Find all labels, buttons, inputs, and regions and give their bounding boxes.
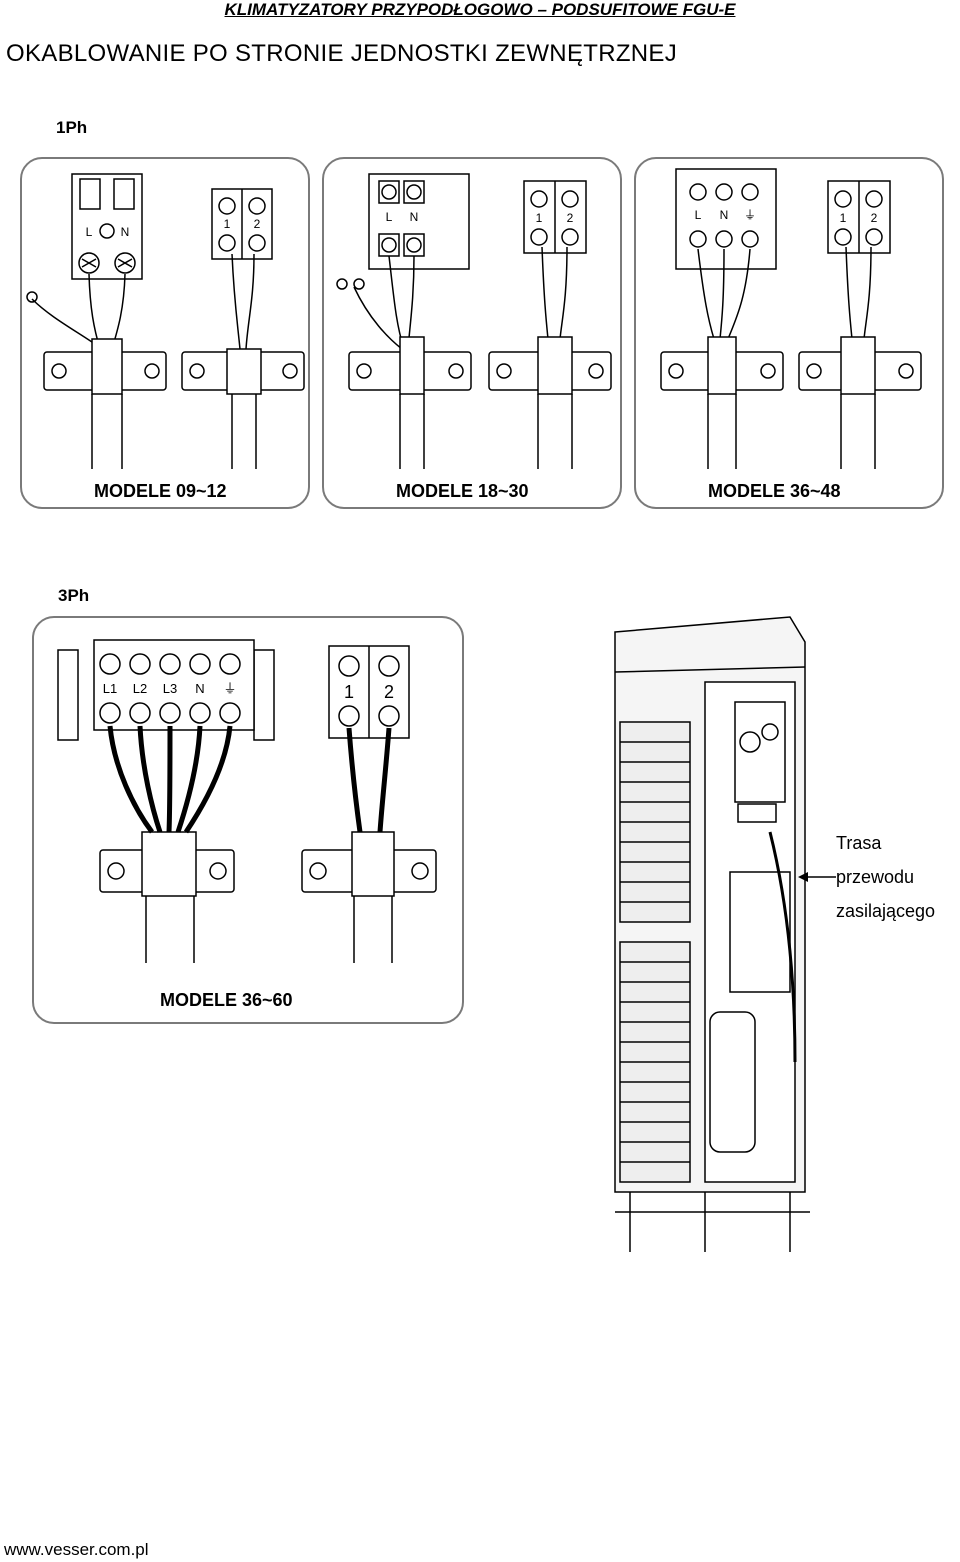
terminal-label: N xyxy=(195,681,204,696)
page-title: OKABLOWANIE PO STRONIE JEDNOSTKI ZEWNĘTR… xyxy=(6,40,678,67)
model-label: MODELE 36~60 xyxy=(160,990,293,1010)
wiring-panel-18-30: L N 1 2 MODELE 18~30 xyxy=(322,157,622,509)
terminal-label: 1 xyxy=(536,211,543,225)
wiring-panel-36-48: L N ⏚ 1 2 MODELE 36~48 xyxy=(634,157,944,509)
caption-line: zasilającego xyxy=(836,901,936,921)
terminal-label: N xyxy=(410,210,419,224)
caption-line: przewodu xyxy=(836,867,915,887)
outdoor-unit-drawing xyxy=(614,616,810,1252)
model-label: MODELE 09~12 xyxy=(94,481,227,501)
wiring-panel-36-60: L1 L2 L3 N ⏚ 1 2 MODELE 36~60 xyxy=(32,616,464,1024)
terminal-label: 2 xyxy=(567,211,574,225)
terminal-label: 1 xyxy=(224,217,231,231)
terminal-label: N xyxy=(121,225,130,239)
wiring-panel-09-12: L N 1 2 MODELE 09~12 xyxy=(20,157,310,509)
power-cable-route-caption: Trasa przewodu zasilającego xyxy=(836,826,935,928)
model-label: MODELE 36~48 xyxy=(708,481,841,501)
terminal-block-diagram: L1 L2 L3 N ⏚ 1 2 xyxy=(57,639,437,963)
terminal-label: L xyxy=(386,210,393,224)
terminal-label: L3 xyxy=(163,681,177,696)
terminal-label: 2 xyxy=(254,217,261,231)
outdoor-unit-illustration xyxy=(610,612,810,1257)
single-phase-label: 1Ph xyxy=(56,118,88,137)
terminal-label: L1 xyxy=(103,681,117,696)
terminal-label: L xyxy=(86,225,93,239)
terminal-label: 1 xyxy=(840,211,847,225)
terminal-label: 1 xyxy=(344,682,354,702)
terminal-label: L2 xyxy=(133,681,147,696)
terminal-label: ⏚ xyxy=(223,681,236,696)
caption-line: Trasa xyxy=(836,833,882,853)
terminal-label: 2 xyxy=(871,211,878,225)
document-header: KLIMATYZATORY PRZYPODŁOGOWO – PODSUFITOW… xyxy=(224,0,736,19)
terminal-label: N xyxy=(720,208,729,222)
terminal-block-diagram: L N 1 2 xyxy=(336,173,612,469)
footer-url: www.vesser.com.pl xyxy=(4,1540,149,1559)
terminal-label: 2 xyxy=(384,682,394,702)
caption-arrow-icon xyxy=(798,872,836,882)
model-label: MODELE 18~30 xyxy=(396,481,529,501)
terminal-label: ⏚ xyxy=(744,208,756,222)
terminal-block-diagram: L N ⏚ 1 2 xyxy=(660,168,922,469)
three-phase-label: 3Ph xyxy=(58,586,90,605)
terminal-block-diagram: L N 1 2 xyxy=(26,173,305,469)
terminal-label: L xyxy=(695,208,702,222)
